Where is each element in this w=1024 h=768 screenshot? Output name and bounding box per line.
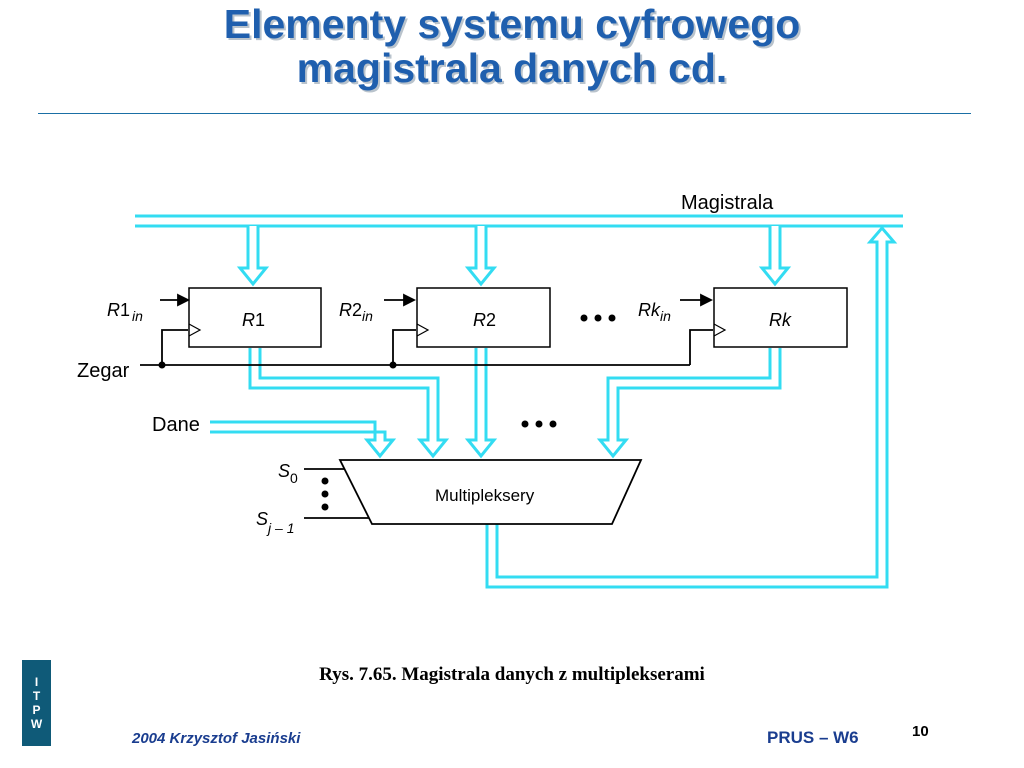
data-label: Dane bbox=[152, 414, 200, 436]
register-to-mux-arrows bbox=[210, 348, 782, 459]
footer-author: 2004 Krzysztof Jasiński bbox=[132, 730, 301, 747]
itpw-badge: I T P W bbox=[22, 660, 51, 746]
bus-label: Magistrala bbox=[681, 192, 774, 214]
slide-title-line1: Elementy systemu cyfrowego bbox=[223, 1, 801, 47]
clock-junction-2 bbox=[389, 361, 397, 369]
bus-to-register-arrows bbox=[236, 226, 792, 287]
register-rk bbox=[713, 287, 848, 348]
mux-input-ellipsis bbox=[521, 420, 557, 428]
badge-letter-i: I bbox=[34, 675, 39, 689]
data-bus bbox=[135, 214, 903, 228]
clock-junction-1 bbox=[158, 361, 166, 369]
badge-letter-w: W bbox=[30, 717, 43, 731]
clock-label: Zegar bbox=[77, 360, 130, 382]
enable-arrows bbox=[160, 293, 714, 307]
slide-title: Elementy systemu cyfrowego magistrala da… bbox=[0, 2, 1024, 90]
slide-title-line2: magistrala danych cd. bbox=[296, 45, 728, 91]
register-r2-label: R2 bbox=[473, 310, 496, 330]
multiplexer bbox=[338, 459, 643, 525]
bus-arrow-rk bbox=[758, 226, 792, 287]
enable-r2-label: R2in bbox=[339, 300, 373, 324]
bus-arrow-r2 bbox=[464, 226, 498, 287]
data-input-arrow bbox=[210, 420, 397, 459]
page-number: 10 bbox=[912, 723, 929, 740]
footer-course: PRUS – W6 bbox=[767, 728, 859, 747]
register-ellipsis bbox=[580, 314, 616, 322]
title-divider bbox=[38, 113, 971, 114]
select-ellipsis bbox=[321, 477, 329, 511]
select-lines bbox=[304, 468, 369, 519]
multiplexer-label: Multipleksery bbox=[435, 486, 535, 505]
clock-line bbox=[140, 329, 713, 366]
select-s0-label: S0 bbox=[278, 461, 298, 486]
register-r1-label: R1 bbox=[242, 310, 265, 330]
figure-caption: Rys. 7.65. Magistrala danych z multiplek… bbox=[319, 664, 705, 685]
select-sj-label: Sj – 1 bbox=[256, 509, 294, 536]
bus-arrow-r1 bbox=[236, 226, 270, 287]
r1-output-arrow bbox=[248, 348, 450, 459]
mux-feedback-path bbox=[485, 225, 898, 589]
register-rk-label: Rk bbox=[769, 310, 792, 330]
badge-letter-t: T bbox=[32, 689, 41, 703]
register-r1 bbox=[188, 287, 322, 348]
enable-rk-label: Rkin bbox=[638, 300, 671, 324]
register-r2 bbox=[416, 287, 551, 348]
rk-output-arrow bbox=[596, 348, 782, 459]
r2-output-arrow bbox=[464, 348, 498, 459]
badge-letter-p: P bbox=[32, 703, 41, 717]
